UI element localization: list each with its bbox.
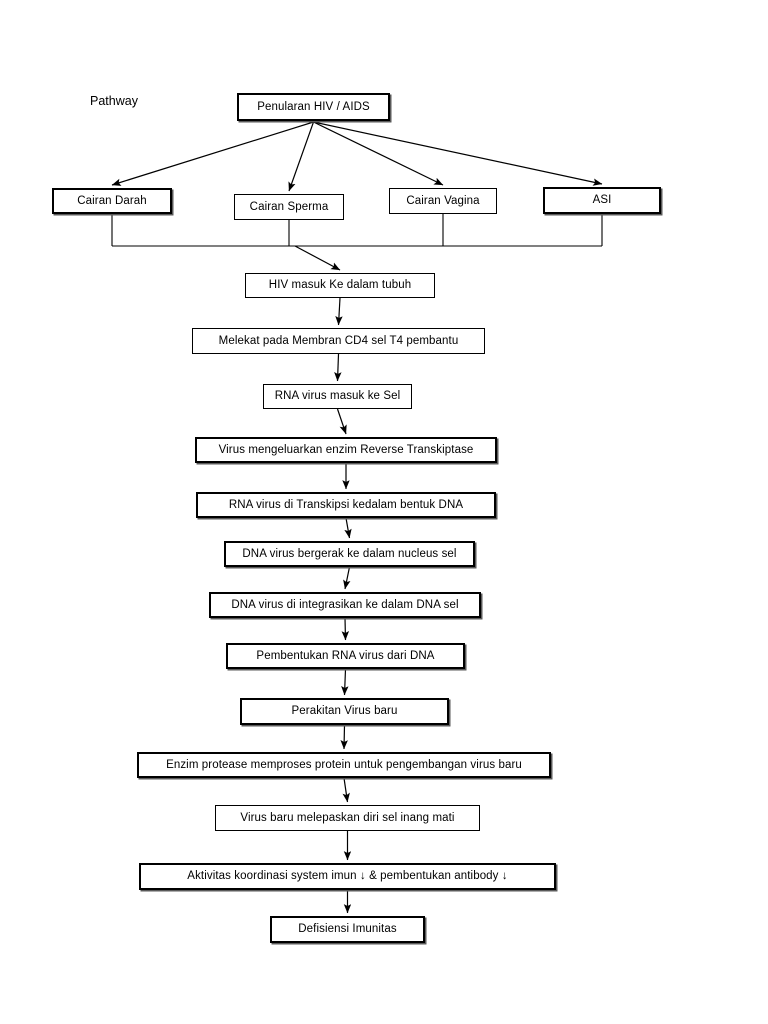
flowchart-node-n13[interactable]: Perakitan Virus baru [240, 698, 449, 725]
flowchart-node-n7[interactable]: RNA virus masuk ke Sel [263, 384, 412, 409]
flowchart-node-n2[interactable]: Cairan Sperma [234, 194, 344, 220]
flowchart-node-n6[interactable]: Melekat pada Membran CD4 sel T4 pembantu [192, 328, 485, 354]
flowchart-node-n17[interactable]: Defisiensi Imunitas [270, 916, 425, 943]
flowchart-node-n3[interactable]: Cairan Vagina [389, 188, 497, 214]
flowchart-node-n14[interactable]: Enzim protease memproses protein untuk p… [137, 752, 551, 778]
flowchart-node-n1[interactable]: Cairan Darah [52, 188, 172, 214]
flowchart-node-n8[interactable]: Virus mengeluarkan enzim Reverse Transki… [195, 437, 497, 463]
flowchart-node-n16[interactable]: Aktivitas koordinasi system imun ↓ & pem… [139, 863, 556, 890]
flowchart-node-n4[interactable]: ASI [543, 187, 661, 214]
flowchart-node-n12[interactable]: Pembentukan RNA virus dari DNA [226, 643, 465, 669]
flowchart-node-n9[interactable]: RNA virus di Transkipsi kedalam bentuk D… [196, 492, 496, 518]
flowchart-node-n15[interactable]: Virus baru melepaskan diri sel inang mat… [215, 805, 480, 831]
flowchart-node-n0[interactable]: Penularan HIV / AIDS [237, 93, 390, 121]
flowchart-node-n10[interactable]: DNA virus bergerak ke dalam nucleus sel [224, 541, 475, 567]
diagram-caption: Pathway [90, 94, 138, 108]
flowchart-node-n11[interactable]: DNA virus di integrasikan ke dalam DNA s… [209, 592, 481, 618]
flowchart-node-n5[interactable]: HIV masuk Ke dalam tubuh [245, 273, 435, 298]
